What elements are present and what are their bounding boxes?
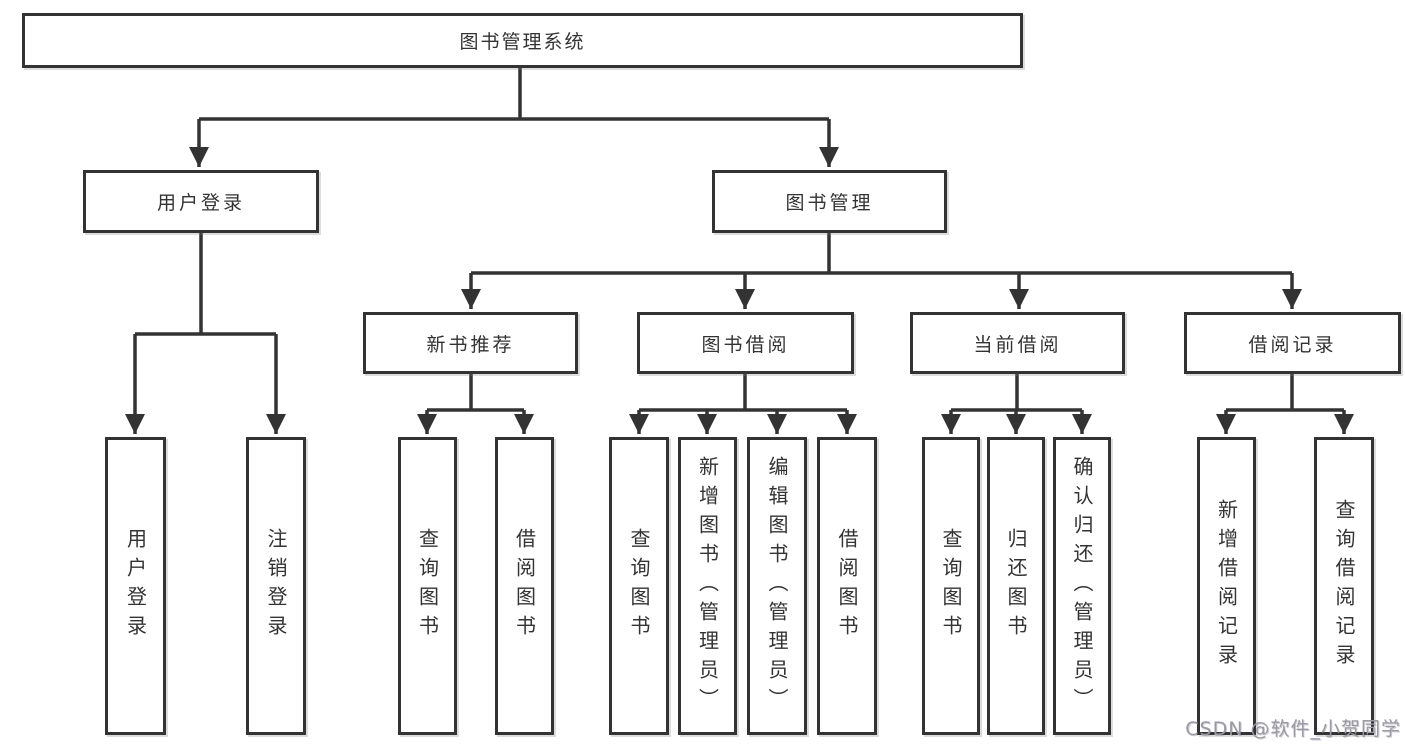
node-new-book-recommendation: 新书推荐 <box>363 312 578 374</box>
node-label: 当前借阅 <box>973 333 1062 356</box>
node-label: 用户登录 <box>156 192 245 214</box>
node-leaf-edit-books-admin: 编辑图书（管理员） <box>747 437 807 735</box>
node-label: 查询图书 <box>415 528 440 644</box>
node-leaf-add-borrow-record: 新增借阅记录 <box>1197 437 1256 735</box>
node-leaf-query-borrow-record: 查询借阅记录 <box>1314 437 1374 735</box>
node-current-borrowing: 当前借阅 <box>910 312 1125 374</box>
node-leaf-borrow-books-recommend: 借阅图书 <box>495 437 554 735</box>
node-label: 查询借阅记录 <box>1332 499 1356 673</box>
node-label: 归还图书 <box>1004 528 1028 644</box>
node-label: 图书管理 <box>785 192 874 214</box>
node-label: 查询图书 <box>939 528 963 644</box>
node-label: 确认归还（管理员） <box>1070 455 1094 717</box>
node-book-borrowing: 图书借阅 <box>637 312 854 374</box>
node-leaf-logout: 注销登录 <box>246 437 306 735</box>
node-leaf-return-books: 归还图书 <box>987 437 1045 735</box>
node-label: 借阅记录 <box>1248 333 1337 356</box>
node-leaf-confirm-return-admin: 确认归还（管理员） <box>1053 437 1111 735</box>
node-leaf-add-books-admin: 新增图书（管理员） <box>678 437 737 735</box>
node-label: 查询图书 <box>627 528 651 644</box>
node-leaf-user-login: 用户登录 <box>105 437 166 735</box>
node-leaf-borrow-books: 借阅图书 <box>817 437 877 735</box>
node-label: 用户登录 <box>123 528 148 644</box>
node-label: 借阅图书 <box>512 528 537 644</box>
csdn-watermark: CSDN @软件_小贺同学 <box>1185 718 1401 740</box>
node-borrowing-records: 借阅记录 <box>1184 312 1401 374</box>
node-leaf-query-books-current: 查询图书 <box>922 437 980 735</box>
node-library-management-system: 图书管理系统 <box>22 13 1023 68</box>
node-user-login: 用户登录 <box>83 170 319 233</box>
node-label: 新增图书（管理员） <box>695 455 720 717</box>
node-label: 新增借阅记录 <box>1214 499 1239 673</box>
node-label: 注销登录 <box>264 528 288 644</box>
node-label: 借阅图书 <box>835 528 859 644</box>
node-label: 编辑图书（管理员） <box>765 455 789 717</box>
node-label: 图书借阅 <box>701 333 790 356</box>
node-label: 图书管理系统 <box>459 31 586 53</box>
node-leaf-query-books-recommend: 查询图书 <box>398 437 457 735</box>
node-leaf-query-books-borrowing: 查询图书 <box>609 437 669 735</box>
node-book-management: 图书管理 <box>712 170 947 233</box>
node-label: 新书推荐 <box>426 333 515 356</box>
